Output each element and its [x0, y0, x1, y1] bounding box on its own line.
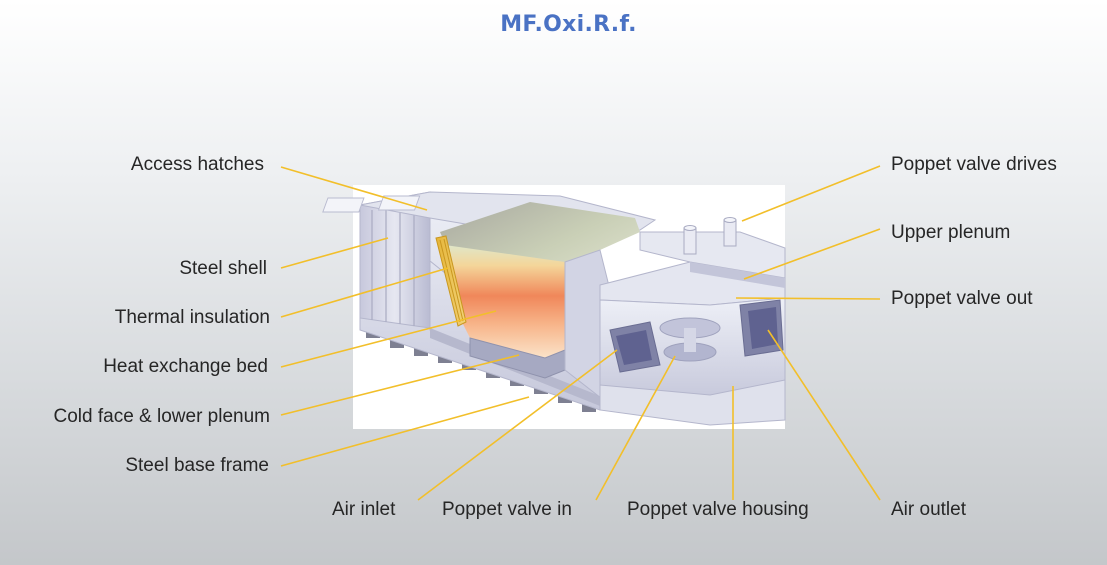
leader-air-inlet: [417, 349, 618, 501]
label-poppet-valve-drives: Poppet valve drives: [891, 154, 1057, 175]
leader-steel-shell: [280, 237, 389, 269]
access-hatch: [322, 197, 365, 213]
leader-lines: [280, 165, 881, 501]
shell-ribs: [371, 202, 415, 326]
insulation-ribs: [439, 238, 464, 323]
label-poppet-valve-out: Poppet valve out: [891, 288, 1033, 309]
label-access-hatches: Access hatches: [130, 154, 264, 175]
leader-poppet-valve-drives: [741, 165, 881, 222]
label-cold-face-lower-plenum: Cold face & lower plenum: [53, 406, 271, 427]
label-steel-base-frame: Steel base frame: [125, 455, 269, 476]
poppet-valve-drives: [683, 217, 737, 255]
label-heat-exchange-bed: Heat exchange bed: [103, 356, 268, 377]
diagram-title: MF.Oxi.R.f.: [500, 12, 637, 37]
leader-poppet-valve-out: [735, 297, 881, 300]
label-air-inlet: Air inlet: [332, 499, 396, 520]
leader-cold-face: [280, 354, 520, 416]
label-upper-plenum: Upper plenum: [891, 222, 1011, 243]
label-poppet-valve-housing: Poppet valve housing: [627, 499, 809, 520]
poppet-valve-housing: [599, 261, 786, 426]
heat-exchange-bed: [445, 245, 565, 358]
leader-steel-base-frame: [280, 396, 530, 467]
leader-upper-plenum: [743, 228, 881, 280]
label-poppet-valve-in: Poppet valve in: [442, 499, 572, 520]
leader-air-outlet: [767, 329, 881, 501]
label-steel-shell: Steel shell: [179, 258, 267, 279]
label-thermal-insulation: Thermal insulation: [114, 307, 270, 328]
leader-access-hatches: [280, 166, 428, 211]
label-air-outlet: Air outlet: [891, 499, 966, 520]
leader-heat-exchange-bed: [280, 310, 497, 368]
upper-plenum: [639, 231, 786, 288]
leader-thermal-insulation: [280, 267, 449, 318]
leader-poppet-valve-in: [595, 355, 676, 501]
